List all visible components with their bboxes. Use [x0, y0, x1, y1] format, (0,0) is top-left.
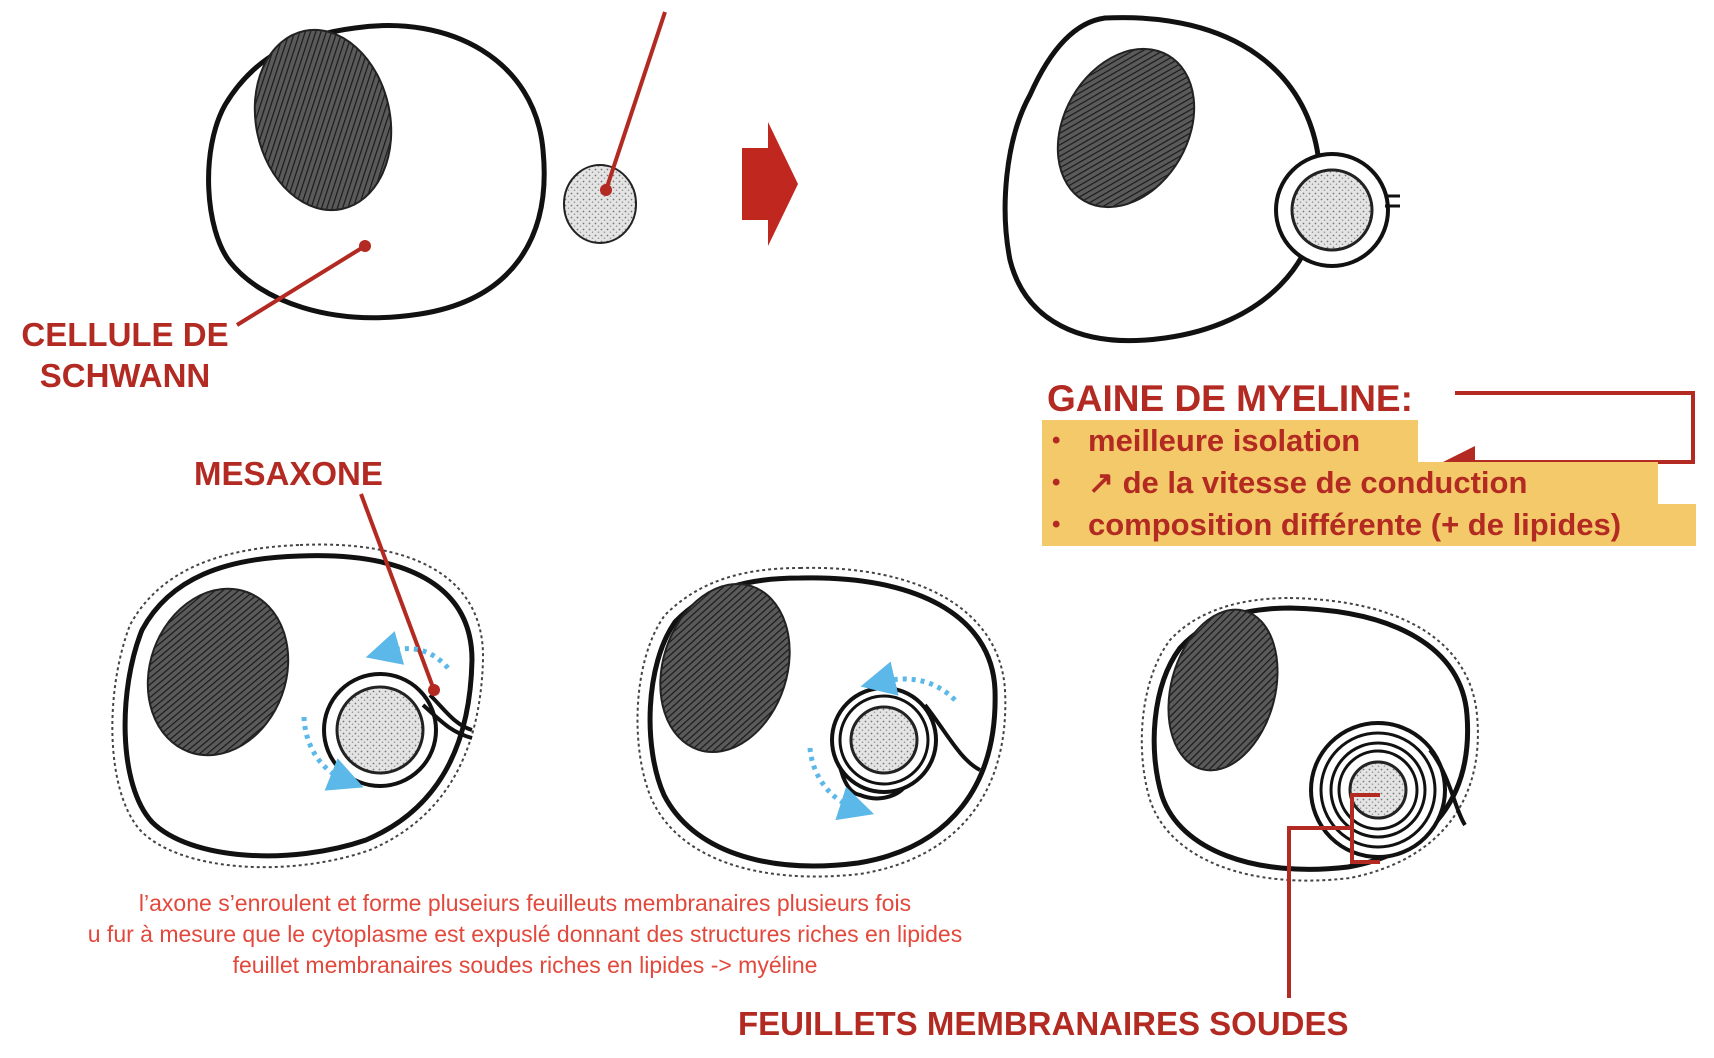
myelin-sheath-label: GAINE DE MYELINE: [1047, 378, 1413, 419]
axon-pointer-line [604, 11, 667, 191]
myelin-property-item: • composition différente (+ de lipides) [1042, 504, 1696, 546]
stage5-nucleus [1167, 608, 1279, 772]
stage1-schwann-cell [206, 23, 637, 321]
stage3-axon [335, 685, 425, 775]
explanation-line: feuillet membranaires soudes riches en l… [232, 952, 818, 978]
stage5-schwann-cell [1140, 596, 1479, 882]
fused-membranes-label: FEUILLETS MEMBRANAIRES SOUDES [738, 1005, 1349, 1042]
schwann-pointer-line [235, 244, 367, 327]
rotation-arrow-icon [860, 661, 957, 702]
bullet-icon: • [1052, 469, 1061, 496]
stage4-schwann-cell [636, 566, 1007, 878]
stage2-schwann-cell [1002, 15, 1400, 344]
stage5-axon [1348, 760, 1408, 820]
stage3-schwann-cell [111, 543, 485, 869]
stage2-axon [1290, 168, 1374, 252]
myelin-property-item: • ↗ de la vitesse de conduction [1042, 462, 1696, 504]
explanation-line: l’axone s’enroulent et forme pluseiurs f… [138, 890, 912, 916]
myelin-property-text: composition différente (+ de lipides) [1088, 504, 1696, 546]
stage3-nucleus [146, 587, 290, 757]
fused-membranes-pointer-line [1287, 826, 1352, 998]
mesaxone-pointer-line [359, 493, 436, 691]
stage1-nucleus [253, 28, 393, 212]
myelin-property-text: meilleure isolation [1088, 420, 1418, 462]
explanation-note: l’axone s’enroulent et forme pluseiurs f… [0, 888, 1090, 981]
mesaxone-label: MESAXONE [194, 455, 383, 492]
explanation-line: u fur à mesure que le cytoplasme est exp… [87, 921, 963, 947]
schwann-cell-label: CELLULE DE SCHWANN [21, 316, 229, 394]
stage4-nucleus [659, 582, 791, 754]
bullet-icon: • [1052, 427, 1061, 454]
stage2-nucleus [1056, 47, 1196, 209]
myelin-property-text: ↗ de la vitesse de conduction [1088, 462, 1658, 504]
stage4-axon [849, 705, 919, 775]
stage1-axon [563, 164, 637, 244]
myelin-property-item: • meilleure isolation [1042, 420, 1696, 462]
myelin-properties-list: • meilleure isolation • ↗ de la vitesse … [1042, 420, 1696, 546]
bullet-icon: • [1052, 511, 1061, 538]
transition-arrow-icon [742, 122, 798, 246]
